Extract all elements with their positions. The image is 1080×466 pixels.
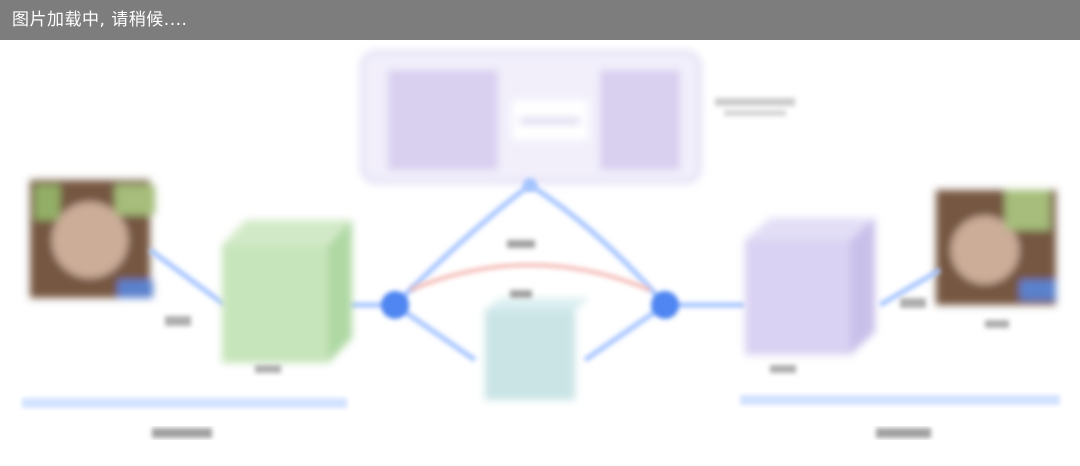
green-block-shape xyxy=(222,220,352,363)
node-dots xyxy=(381,178,679,319)
loading-banner: 图片加载中, 请稍候.... xyxy=(0,0,1080,40)
blurred-diagram-image xyxy=(0,40,1080,466)
right-photo-shape xyxy=(936,190,1056,305)
purple-block-shape xyxy=(745,218,875,355)
top-panel-shape xyxy=(360,50,702,184)
center-block-shape xyxy=(485,298,590,400)
bottom-bars xyxy=(22,395,1060,408)
left-photo-shape xyxy=(30,180,155,298)
blurred-placeholder-graphic xyxy=(0,40,1080,466)
loading-text: 图片加载中, 请稍候.... xyxy=(12,10,188,30)
